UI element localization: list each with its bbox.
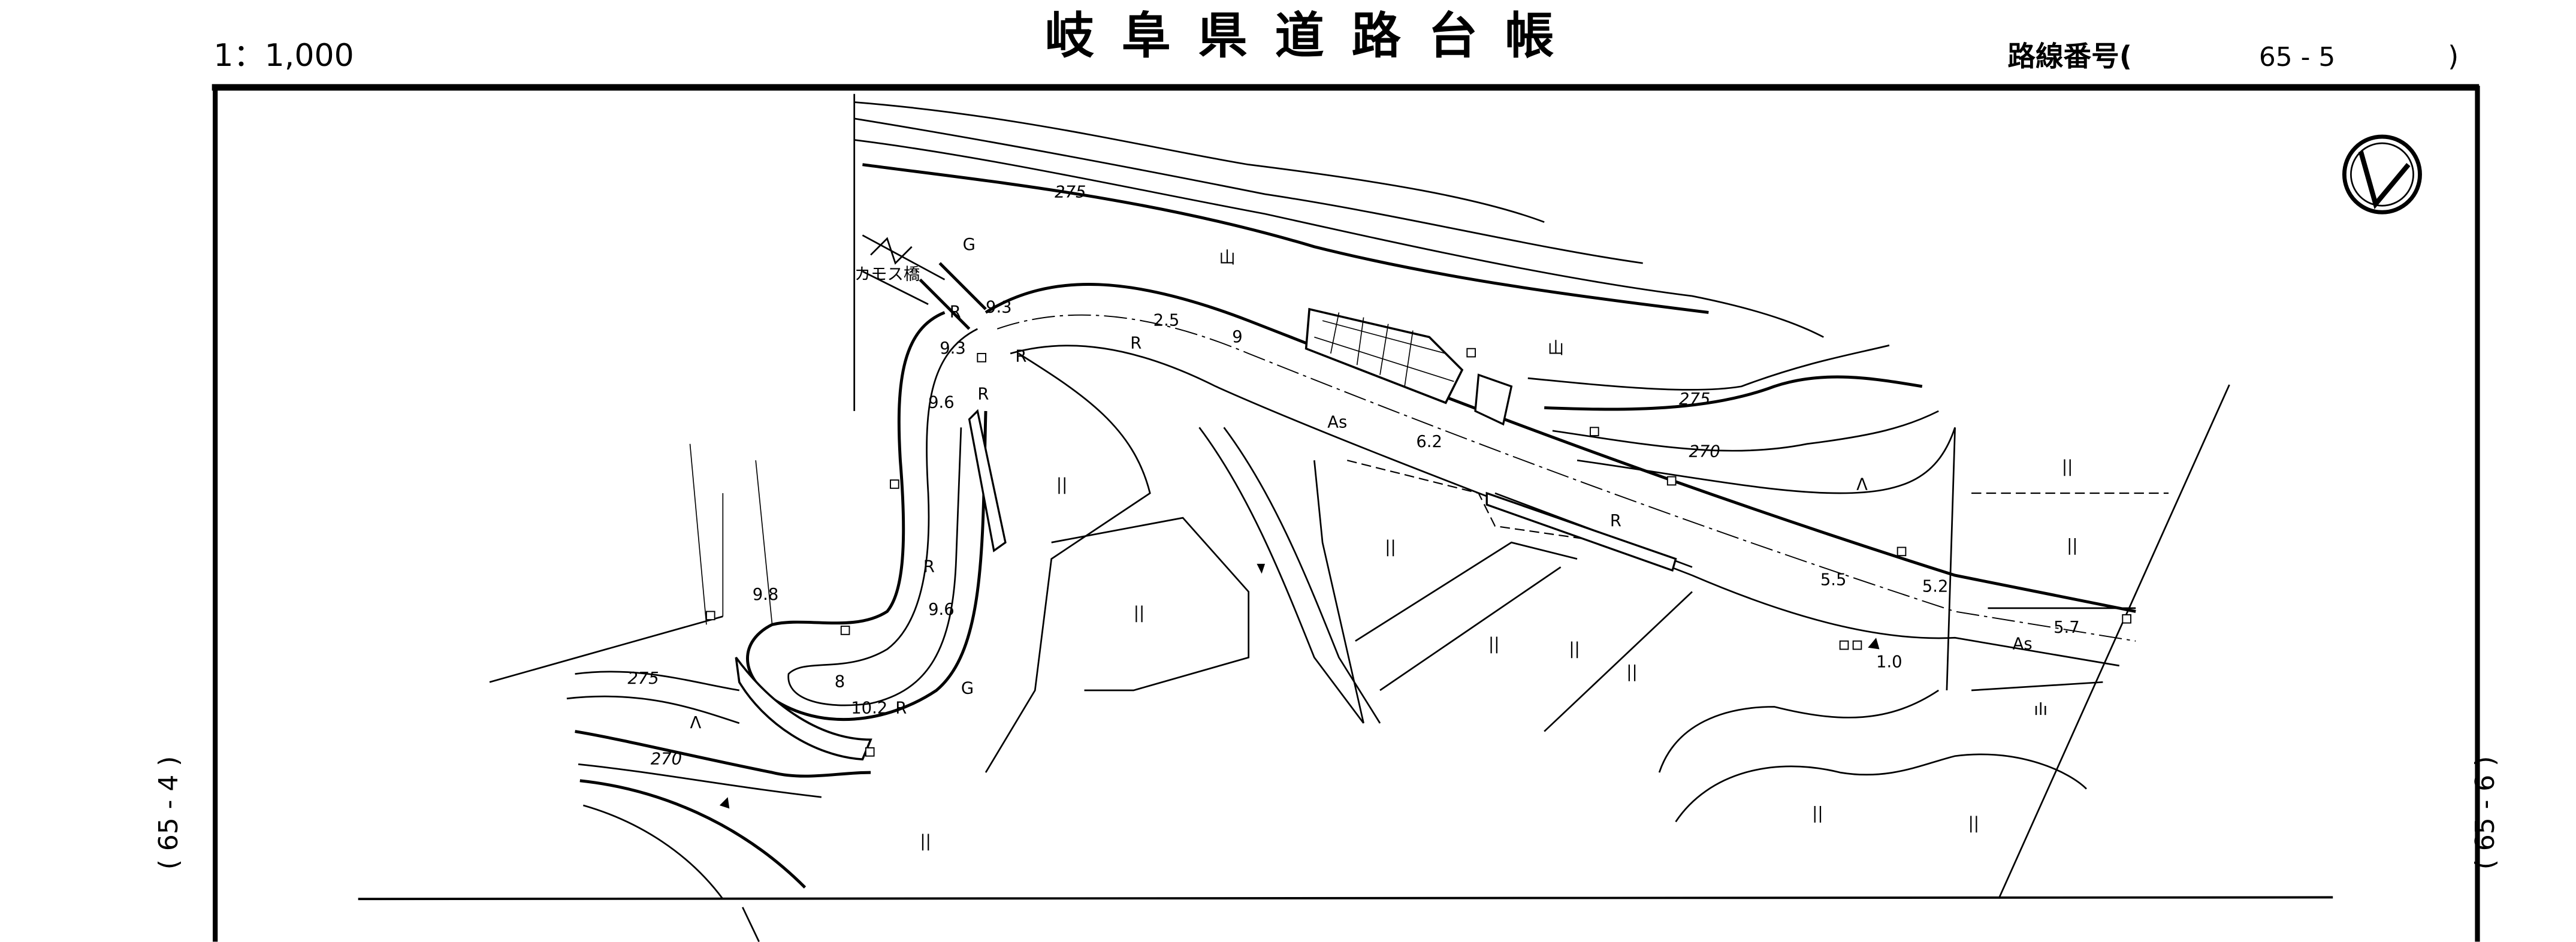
- land-use-label: ||: [2062, 457, 2073, 476]
- land-use-label: ||: [2067, 536, 2077, 555]
- scale-label: 1：1,000: [213, 38, 354, 74]
- sheet-boundary: [489, 93, 2230, 898]
- north-arrow-icon: [2342, 134, 2422, 215]
- width-label: 9.3: [986, 298, 1012, 316]
- land-use-label: ||: [1488, 635, 1499, 653]
- width-label: 1.0: [1876, 653, 1902, 672]
- previous-sheet-label: ( 65 - 4 ): [153, 756, 184, 870]
- guardrail-label: G: [961, 680, 974, 698]
- manhole-icons: [705, 348, 2131, 757]
- width-label: 5.7: [2053, 618, 2080, 637]
- width-label: 9.3: [940, 339, 966, 358]
- guardrail-label: G: [963, 236, 976, 254]
- contour-label: 275: [627, 669, 659, 688]
- land-use-label: 山: [1219, 249, 1235, 267]
- route-label: 路線番号(: [2007, 40, 2132, 73]
- width-label: 9: [1232, 328, 1242, 346]
- land-use-label: 山: [1548, 339, 1564, 358]
- land-use-label: ||: [1385, 538, 1396, 557]
- land-use-label: ||: [920, 832, 931, 850]
- width-label: 10.2: [851, 699, 887, 717]
- contour-label: 270: [1689, 443, 1720, 461]
- wall-label: R: [895, 699, 907, 717]
- width-label: 2.5: [1153, 311, 1180, 330]
- contour-lines: [566, 101, 1956, 900]
- land-use-label: ||: [1626, 663, 1637, 681]
- route-number: 65 - 5: [2259, 42, 2335, 73]
- land-use-label: ||: [1569, 640, 1580, 659]
- land-use-label: ılı: [2034, 701, 2047, 719]
- contour-label: 275: [1679, 390, 1710, 409]
- wall-label: R: [923, 558, 935, 576]
- contour-label: 275: [1055, 183, 1086, 202]
- wall-label: R: [977, 385, 989, 404]
- land-use-label: ||: [1812, 804, 1823, 823]
- wall-label: R: [1130, 334, 1141, 353]
- map-labels: カモス橋 275 275 275 270 270 As As G G R R R…: [627, 183, 2079, 851]
- wall-label: R: [950, 303, 961, 322]
- width-label: 8: [835, 673, 845, 692]
- land-use-label: Λ: [690, 714, 702, 732]
- wall-label: R: [1610, 512, 1621, 530]
- map-frame: [212, 84, 2480, 942]
- land-use-label: ||: [1968, 814, 1979, 832]
- contour-label: 270: [651, 750, 682, 768]
- width-label: 9.8: [753, 585, 779, 604]
- surface-label: As: [2013, 635, 2033, 653]
- width-label: 9.6: [928, 600, 955, 619]
- wall-label: R: [1015, 348, 1026, 366]
- width-label: 6.2: [1416, 433, 1442, 451]
- land-use-label: ||: [1056, 476, 1067, 494]
- surface-label: As: [1327, 413, 1347, 431]
- bridge-name-label: カモス橋: [854, 265, 920, 284]
- land-use-label: Λ: [1856, 476, 1868, 494]
- land-use-label: ||: [1134, 603, 1144, 622]
- page-title: 岐阜県道路台帳: [1045, 8, 1554, 65]
- width-label: 5.5: [1820, 571, 1847, 590]
- width-label: 9.6: [928, 393, 955, 412]
- retaining-walls: [735, 234, 1677, 761]
- route-close: ): [2448, 40, 2459, 73]
- next-sheet-label: ( 65 - 6 ): [2470, 756, 2500, 870]
- width-label: 5.2: [1922, 578, 1949, 596]
